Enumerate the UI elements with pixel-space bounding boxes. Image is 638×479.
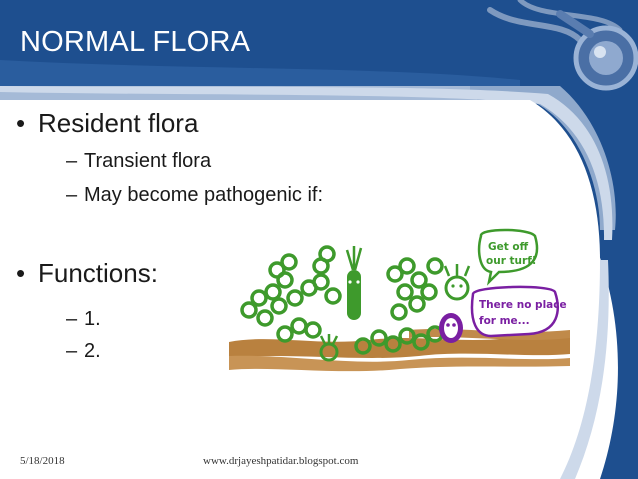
speech-line: There no place [479,299,567,311]
speech-line: our turf! [486,255,537,267]
bullet-label: Functions: [38,258,158,288]
subitem-label: May become pathogenic if: [84,184,324,206]
bullet-label: Resident flora [38,108,199,138]
subitem-function-2: –2. [66,340,101,362]
speech-line: Get off [488,241,529,253]
bullet-resident-flora: •Resident flora [16,108,199,138]
page-title: NORMAL FLORA [20,26,251,58]
subitem-function-1: –1. [66,308,101,330]
footer-url: www.drjayeshpatidar.blogspot.com [203,455,359,467]
speech-line: for me... [479,315,530,327]
subitem-transient-flora: –Transient flora [66,150,212,172]
stethoscope-icon [487,0,638,91]
subitem-pathogenic: –May become pathogenic if: [66,184,324,206]
bullet-functions: •Functions: [16,258,158,288]
bacteria-cartoon: Get off our turf! There no place for me.… [229,226,570,384]
speech-bubble-no-place: There no place for me... [470,285,567,338]
subitem-label: Transient flora [84,150,212,172]
footer-date: 5/18/2018 [20,455,65,467]
subitem-label: 2. [84,340,101,362]
soil-layer [229,355,570,372]
speech-bubble-get-off: Get off our turf! [477,228,539,286]
subitem-label: 1. [84,308,101,330]
